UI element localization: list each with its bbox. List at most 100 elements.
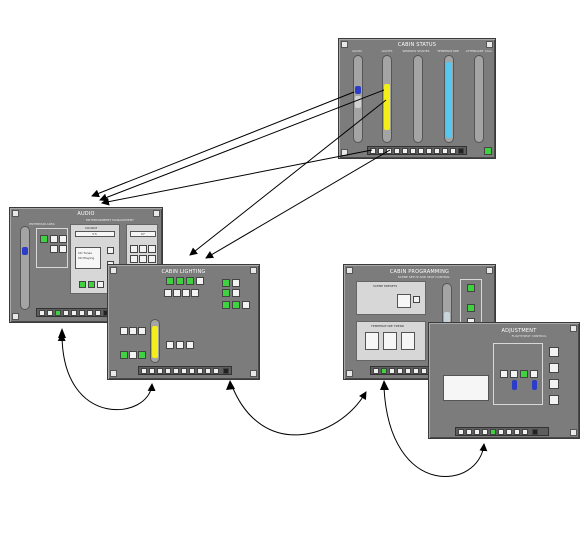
light-preset-button[interactable] bbox=[164, 289, 172, 297]
zone-button[interactable] bbox=[50, 235, 58, 243]
nav-button[interactable] bbox=[63, 310, 69, 316]
light-toggle-button[interactable] bbox=[232, 289, 240, 297]
nav-button[interactable] bbox=[157, 368, 163, 374]
keypad-key[interactable] bbox=[139, 255, 147, 263]
light-zone-button[interactable] bbox=[196, 277, 204, 285]
light-preset-button[interactable] bbox=[182, 289, 190, 297]
nav-arrow-icon[interactable] bbox=[223, 368, 229, 374]
keypad-key[interactable] bbox=[148, 255, 156, 263]
cabin-status-active-button[interactable] bbox=[484, 147, 492, 155]
nav-button[interactable] bbox=[47, 310, 53, 316]
light-zone-button[interactable] bbox=[166, 277, 174, 285]
light-scene-button[interactable] bbox=[176, 341, 184, 349]
nav-button[interactable] bbox=[466, 429, 472, 435]
light-zone-button[interactable] bbox=[176, 277, 184, 285]
nav-arrow-icon[interactable] bbox=[458, 148, 464, 154]
nav-button[interactable] bbox=[522, 429, 528, 435]
nav-button[interactable] bbox=[79, 310, 85, 316]
light-level-button[interactable] bbox=[120, 327, 128, 335]
light-scene-button[interactable] bbox=[186, 341, 194, 349]
temperature-seat-bar[interactable] bbox=[444, 55, 454, 143]
adjust-side-button[interactable] bbox=[549, 395, 559, 405]
nav-button[interactable] bbox=[378, 148, 384, 154]
source-value-field[interactable]: 3.5 bbox=[75, 231, 115, 237]
nav-button[interactable] bbox=[87, 310, 93, 316]
light-toggle-button[interactable] bbox=[232, 301, 240, 309]
adjust-button[interactable] bbox=[530, 370, 538, 378]
nav-button[interactable] bbox=[389, 368, 395, 374]
nav-button[interactable] bbox=[402, 148, 408, 154]
list-scroll-up[interactable] bbox=[107, 247, 114, 254]
scene-preset-button[interactable] bbox=[413, 296, 420, 303]
nav-button[interactable] bbox=[434, 148, 440, 154]
keypad-key[interactable] bbox=[139, 245, 147, 253]
nav-button[interactable] bbox=[410, 148, 416, 154]
keypad-key[interactable] bbox=[148, 245, 156, 253]
light-toggle-button[interactable] bbox=[222, 289, 230, 297]
adjust-active-button[interactable] bbox=[520, 370, 528, 378]
light-scene-button[interactable] bbox=[166, 341, 174, 349]
light-level-button[interactable] bbox=[129, 327, 137, 335]
nav-button[interactable] bbox=[394, 148, 400, 154]
nav-button[interactable] bbox=[213, 368, 219, 374]
nav-button[interactable] bbox=[165, 368, 171, 374]
keypad-key[interactable] bbox=[130, 245, 138, 253]
nav-button[interactable] bbox=[197, 368, 203, 374]
nav-button[interactable] bbox=[482, 429, 488, 435]
light-preset-button[interactable] bbox=[191, 289, 199, 297]
lights-seat-bar[interactable] bbox=[382, 55, 392, 143]
light-dim-button[interactable] bbox=[138, 351, 146, 359]
light-level-button[interactable] bbox=[138, 327, 146, 335]
nav-button[interactable] bbox=[39, 310, 45, 316]
nav-button[interactable] bbox=[421, 368, 427, 374]
list-item[interactable]: CD Tunes bbox=[78, 251, 92, 255]
zone-select-button[interactable] bbox=[467, 284, 475, 292]
nav-button[interactable] bbox=[426, 148, 432, 154]
nav-button[interactable] bbox=[413, 368, 419, 374]
keypad-key[interactable] bbox=[130, 255, 138, 263]
light-dim-button[interactable] bbox=[129, 351, 137, 359]
source-play-button[interactable] bbox=[79, 281, 86, 288]
audio-seat-bar[interactable] bbox=[20, 226, 30, 310]
nav-button[interactable] bbox=[397, 368, 403, 374]
audio-seat-bar[interactable] bbox=[353, 55, 363, 143]
source-play-button[interactable] bbox=[88, 281, 95, 288]
lights-seat-bar[interactable] bbox=[150, 319, 160, 363]
light-toggle-button[interactable] bbox=[242, 301, 250, 309]
list-item[interactable]: CD Playing bbox=[78, 256, 95, 260]
zone-button[interactable] bbox=[59, 235, 67, 243]
attendant-call-seat-bar[interactable] bbox=[474, 55, 484, 143]
nav-button[interactable] bbox=[474, 429, 480, 435]
light-dim-button[interactable] bbox=[120, 351, 128, 359]
nav-button[interactable] bbox=[141, 368, 147, 374]
source-button[interactable] bbox=[97, 281, 104, 288]
nav-button[interactable] bbox=[173, 368, 179, 374]
nav-button[interactable] bbox=[442, 148, 448, 154]
nav-button[interactable] bbox=[149, 368, 155, 374]
nav-button[interactable] bbox=[506, 429, 512, 435]
nav-arrow-icon[interactable] bbox=[532, 429, 538, 435]
source-list[interactable]: CD Tunes CD Playing bbox=[75, 247, 101, 269]
light-zone-button[interactable] bbox=[186, 277, 194, 285]
adjust-side-button[interactable] bbox=[549, 379, 559, 389]
zone-button[interactable] bbox=[59, 245, 67, 253]
adjust-button[interactable] bbox=[500, 370, 508, 378]
nav-button[interactable] bbox=[373, 368, 379, 374]
window-shades-seat-bar[interactable] bbox=[413, 55, 423, 143]
adjust-side-button[interactable] bbox=[549, 363, 559, 373]
nav-button[interactable] bbox=[498, 429, 504, 435]
nav-button[interactable] bbox=[71, 310, 77, 316]
nav-button[interactable] bbox=[181, 368, 187, 374]
nav-button[interactable] bbox=[95, 310, 101, 316]
zone-select-button[interactable] bbox=[467, 304, 475, 312]
nav-button[interactable] bbox=[418, 148, 424, 154]
nav-button-active[interactable] bbox=[55, 310, 61, 316]
nav-button-active[interactable] bbox=[490, 429, 496, 435]
nav-button-active[interactable] bbox=[381, 368, 387, 374]
light-preset-button[interactable] bbox=[173, 289, 181, 297]
scene-preset-list[interactable] bbox=[397, 294, 411, 308]
nav-button[interactable] bbox=[450, 148, 456, 154]
zone-button[interactable] bbox=[50, 245, 58, 253]
nav-button[interactable] bbox=[405, 368, 411, 374]
light-toggle-button[interactable] bbox=[232, 279, 240, 287]
